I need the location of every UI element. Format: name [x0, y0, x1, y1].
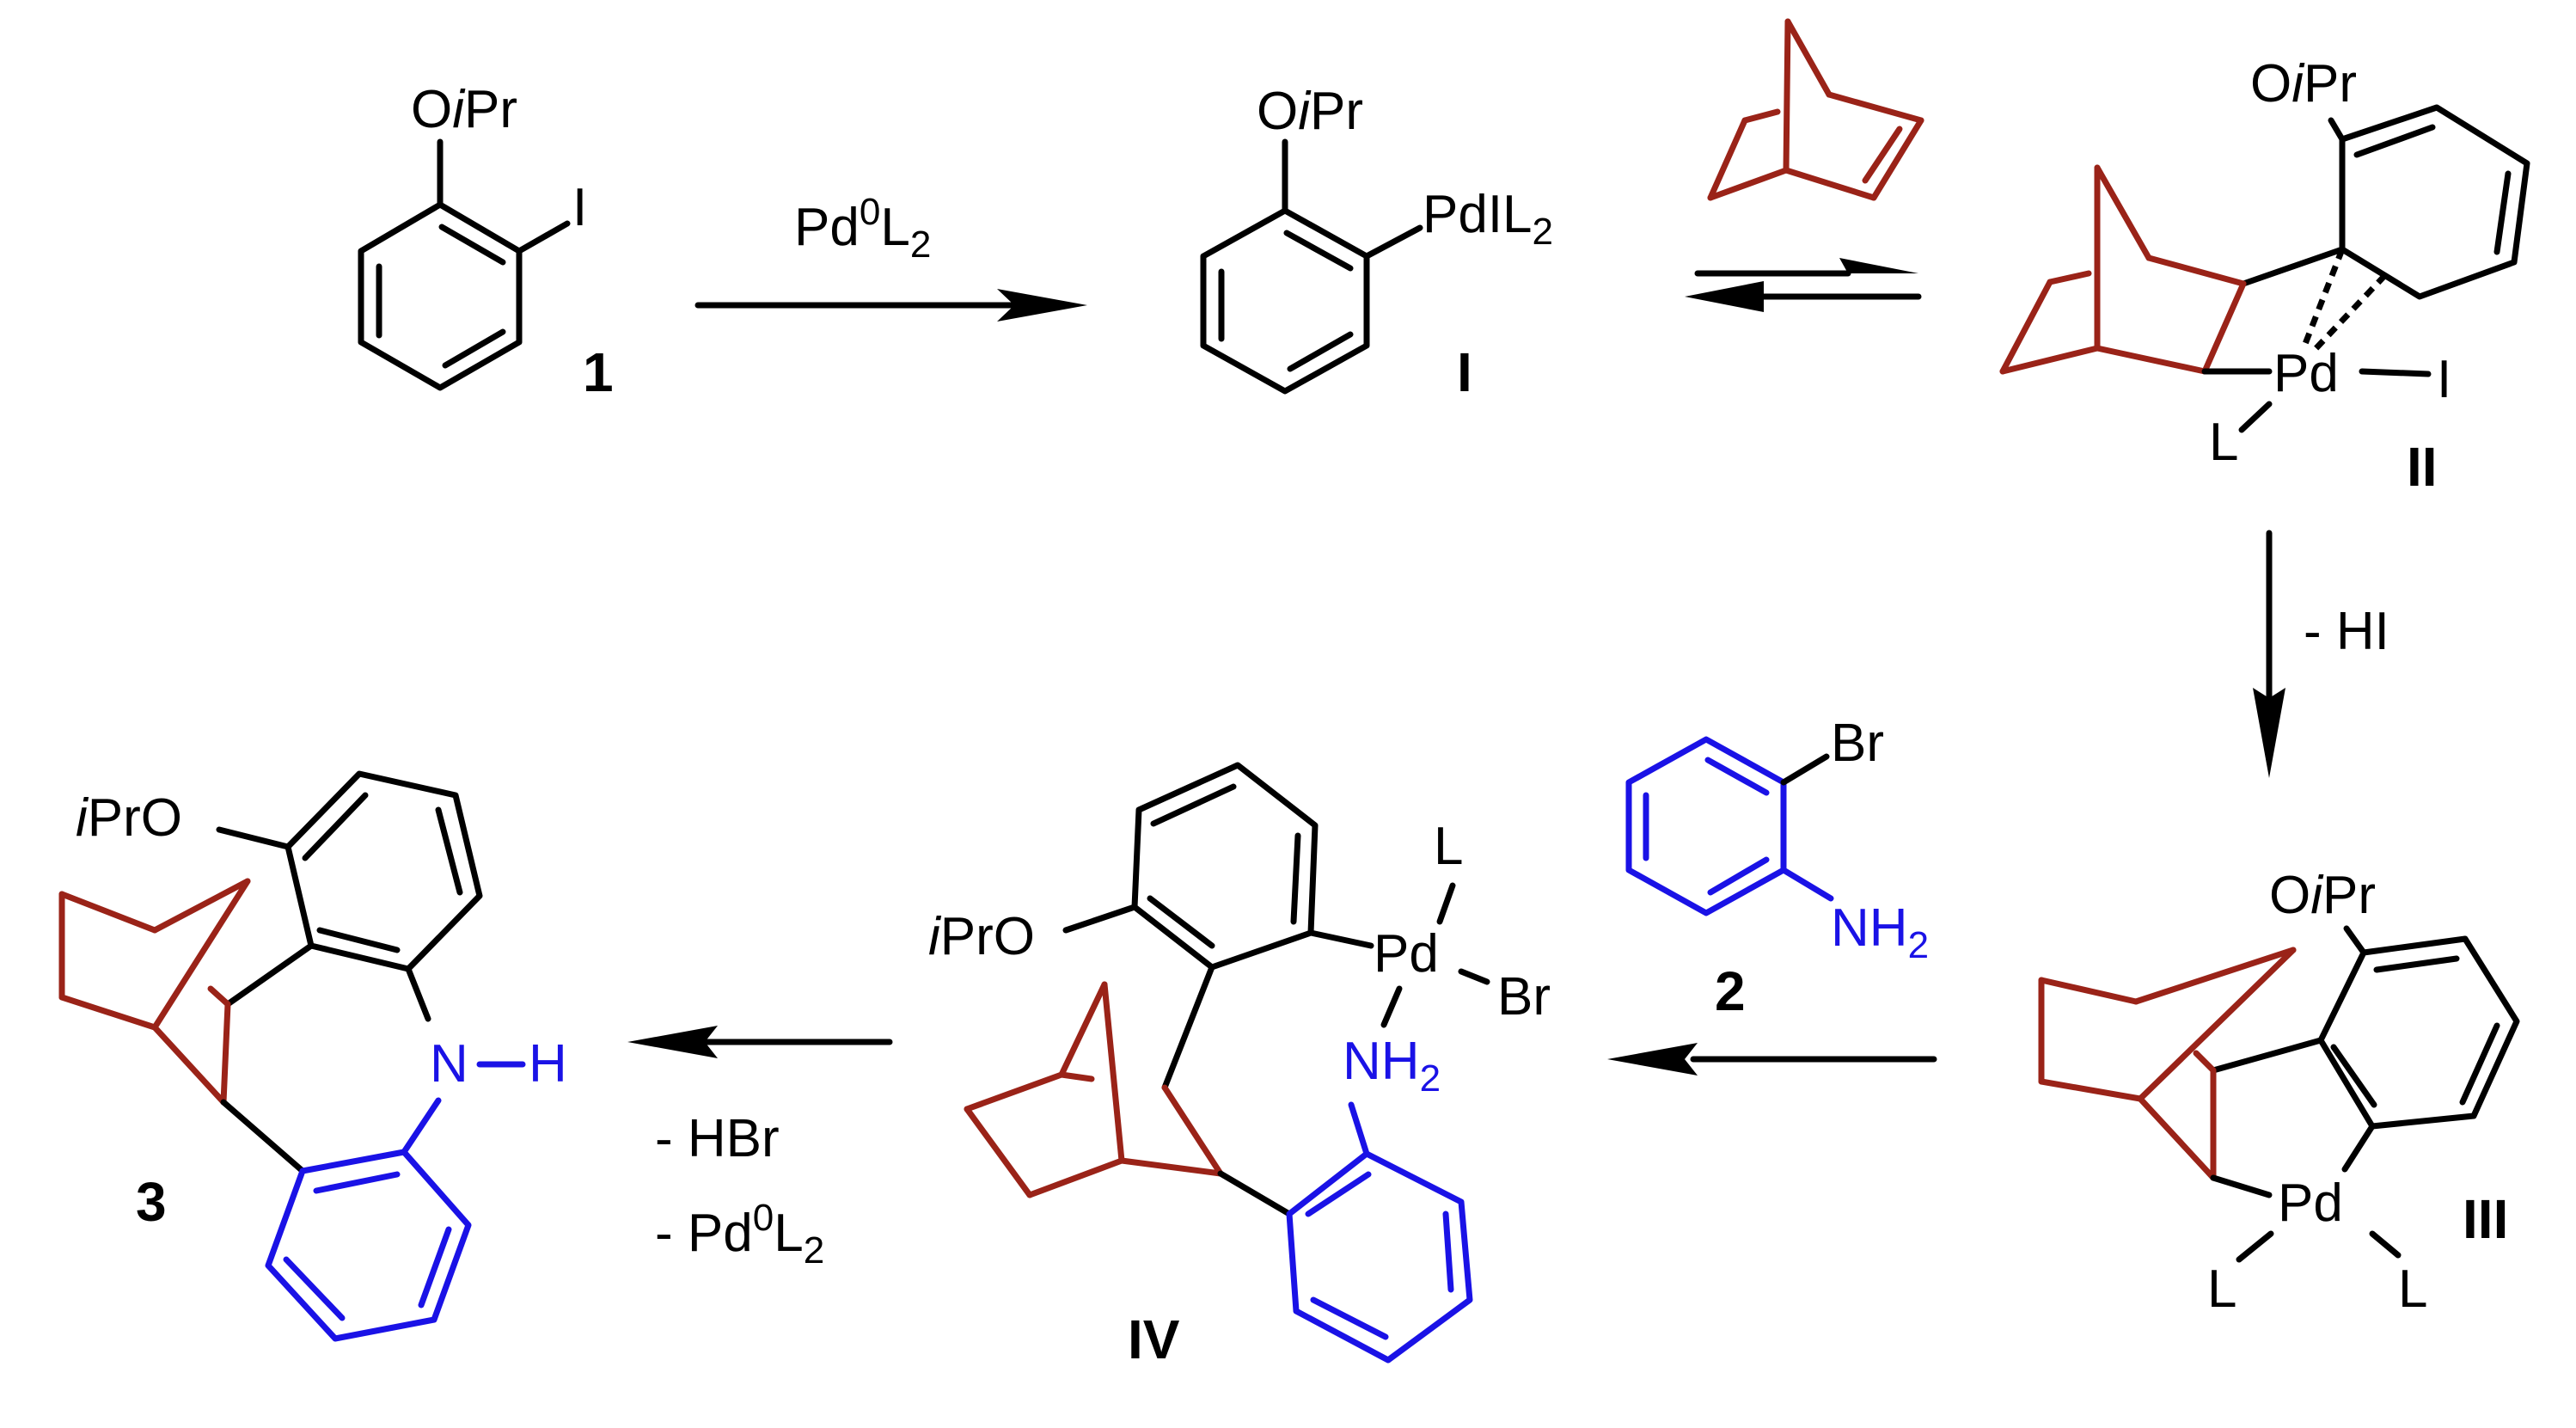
intermediate-IV-ligand: L	[1434, 817, 1463, 876]
intermediate-IV-halide: Br	[1497, 967, 1551, 1027]
step-5-byproduct-1: - HBr	[655, 1109, 780, 1168]
intermediate-III-substituent: OiPr	[2269, 866, 2376, 925]
compound-1: OiPr I 1	[358, 80, 614, 403]
intermediate-IV-substituent: iPrO	[928, 907, 1035, 966]
intermediate-I-pd-group: PdIL2	[1423, 185, 1553, 253]
product-3-number: 3	[136, 1171, 167, 1233]
product-3-nh-nitrogen: N	[430, 1034, 468, 1094]
intermediate-III-metal: Pd	[2278, 1174, 2343, 1233]
arrow-step-3: - HI	[2253, 530, 2389, 778]
step-5-byproduct-2: - Pd0L2	[655, 1197, 824, 1272]
intermediate-I-number: I	[1457, 341, 1472, 403]
step-1-reagent: Pd0L2	[794, 191, 931, 266]
intermediate-II-halide: I	[2437, 350, 2451, 409]
product-3-substituent: iPrO	[76, 788, 182, 848]
step-3-byproduct: - HI	[2304, 602, 2389, 661]
equilibrium-arrows	[1685, 258, 1922, 312]
compound-2-halide: Br	[1831, 714, 1884, 773]
arrow-step-1: Pd0L2	[694, 191, 1087, 322]
compound-2-amine: NH2	[1831, 898, 1929, 966]
intermediate-III: OiPr Pd L L III	[2038, 866, 2520, 1319]
intermediate-II-metal: Pd	[2273, 344, 2339, 403]
intermediate-II-ligand: L	[2209, 413, 2238, 472]
intermediate-IV: iPrO Pd L Br NH2 IV	[928, 762, 1551, 1370]
compound-1-halide: I	[572, 178, 587, 237]
arrow-step-5: - HBr - Pd0L2	[627, 1026, 893, 1272]
intermediate-IV-number: IV	[1128, 1308, 1180, 1370]
intermediate-IV-amine: NH2	[1343, 1032, 1441, 1100]
compound-2-number: 2	[1715, 960, 1746, 1022]
compound-2: Br NH2 2	[1625, 714, 1929, 1022]
product-3-nh-hydrogen: H	[529, 1034, 567, 1094]
arrow-step-4	[1607, 1043, 1937, 1076]
intermediate-I: OiPr PdIL2 I	[1200, 82, 1553, 403]
norbornene-reagent	[1707, 18, 1924, 201]
intermediate-III-ligand-2: L	[2398, 1259, 2427, 1319]
intermediate-II: OiPr Pd I L II	[1999, 54, 2530, 498]
intermediate-III-number: III	[2463, 1188, 2508, 1250]
compound-1-substituent: OiPr	[411, 80, 517, 139]
compound-1-number: 1	[583, 341, 614, 403]
intermediate-II-substituent: OiPr	[2250, 54, 2357, 113]
product-3: iPrO N H 3	[58, 770, 567, 1342]
intermediate-III-ligand-1: L	[2207, 1259, 2236, 1319]
intermediate-IV-metal: Pd	[1374, 924, 1439, 984]
intermediate-II-number: II	[2407, 436, 2438, 498]
intermediate-I-substituent: OiPr	[1257, 82, 1363, 141]
